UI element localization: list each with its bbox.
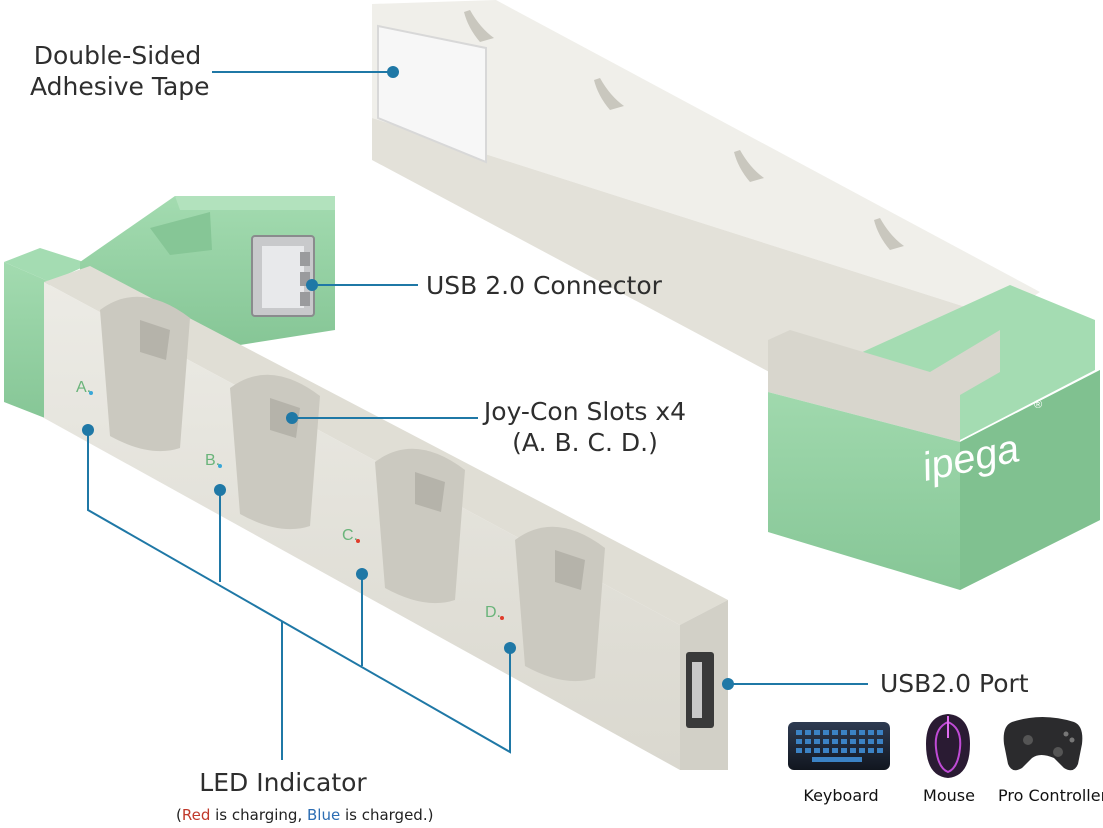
keyboard-icon bbox=[788, 722, 890, 770]
adhesive-tape-line1: Double-Sided bbox=[33, 41, 202, 70]
joycon-slot-b bbox=[230, 374, 320, 530]
joycon-slots-line1: Joy-Con Slots x4 bbox=[483, 397, 687, 426]
pro-controller-label: Pro Controller bbox=[998, 786, 1103, 805]
mouse-label: Mouse bbox=[923, 786, 975, 805]
front-dock-bar bbox=[4, 196, 728, 770]
usb-connector-label: USB 2.0 Connector bbox=[426, 271, 662, 300]
callout-dots bbox=[82, 66, 734, 690]
led-blue-a bbox=[89, 391, 93, 395]
adhesive-tape-label: Double-Sided Adhesive Tape bbox=[30, 40, 210, 102]
slot-letter-b: B. bbox=[205, 452, 220, 469]
mouse-icon bbox=[926, 714, 970, 778]
led-note-blue: Blue bbox=[306, 806, 341, 824]
led-blue-b bbox=[218, 464, 222, 468]
led-note-close: is charged.) bbox=[340, 806, 434, 824]
rear-dock-bar: ipega ® bbox=[372, 0, 1100, 590]
joycon-slots-line2: (A. B. C. D.) bbox=[512, 428, 658, 457]
registered-mark: ® bbox=[1034, 399, 1042, 411]
joycon-slot-c bbox=[375, 448, 465, 604]
led-red-d bbox=[500, 616, 504, 620]
joycon-slot-d bbox=[515, 526, 605, 682]
led-note-red: Red bbox=[181, 806, 211, 824]
joycon-slot-a bbox=[100, 296, 190, 452]
slot-letter-a: A. bbox=[76, 379, 91, 396]
slot-letter-c: C. bbox=[342, 527, 358, 544]
adhesive-tape-pad bbox=[377, 24, 487, 164]
adhesive-tape-line2: Adhesive Tape bbox=[30, 72, 210, 101]
gamepad-icon bbox=[1003, 717, 1083, 771]
usb-connector-plug bbox=[251, 235, 315, 317]
led-indicator-label: LED Indicator bbox=[199, 768, 367, 797]
usb-port-socket bbox=[686, 652, 714, 728]
joycon-slots-label: Joy-Con Slots x4 (A. B. C. D.) bbox=[480, 396, 690, 458]
led-note-open: ( bbox=[176, 806, 182, 824]
slot-letter-d: D. bbox=[485, 604, 501, 621]
usb-port-label: USB2.0 Port bbox=[880, 669, 1029, 698]
led-red-c bbox=[356, 539, 360, 543]
led-note-mid: is charging, bbox=[210, 806, 307, 824]
callout-lines bbox=[87, 71, 868, 760]
led-note: (Red is charging, Blue is charged.) bbox=[176, 806, 433, 824]
keyboard-label: Keyboard bbox=[803, 786, 879, 805]
